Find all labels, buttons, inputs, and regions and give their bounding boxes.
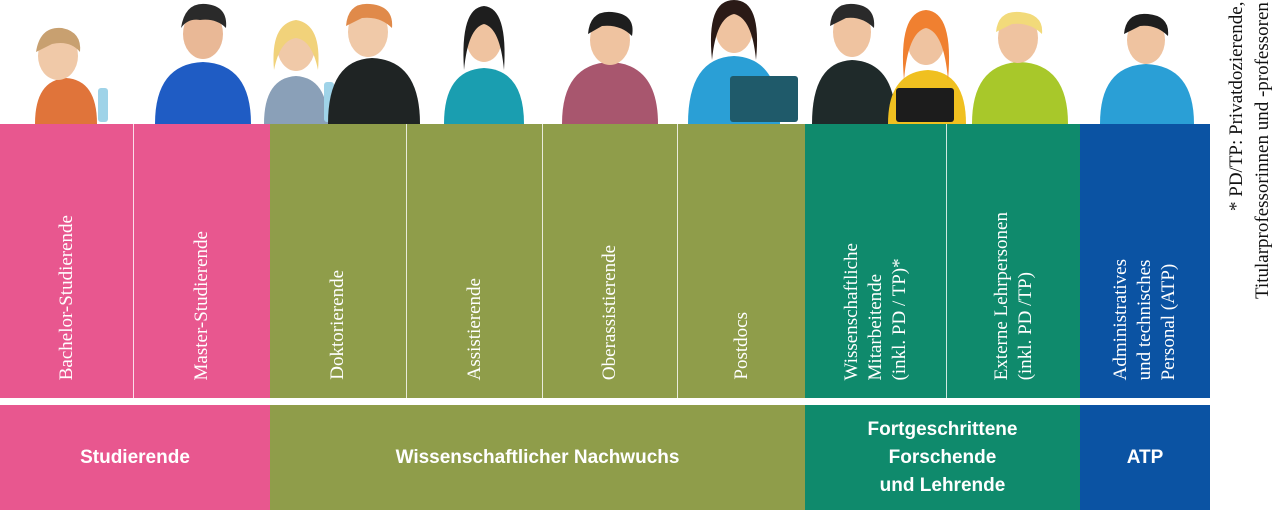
role-label: Administratives und technisches Personal… bbox=[1110, 258, 1179, 380]
role-column-senior-assistants: Oberassistierende bbox=[542, 124, 677, 398]
group-junior-researchers: Wissenschaftlicher Nachwuchs bbox=[270, 405, 805, 510]
people-illustration bbox=[0, 0, 1215, 124]
person-atp bbox=[1100, 13, 1194, 124]
groups-row: Studierende Wissenschaftlicher Nachwuchs… bbox=[0, 405, 1210, 510]
role-column-scientific-staff: Wissenschaftliche Mitarbeitende (inkl. P… bbox=[805, 124, 946, 398]
group-students: Studierende bbox=[0, 405, 270, 510]
role-column-doctoral: Doktorierende bbox=[270, 124, 406, 398]
person-senior-assistant bbox=[562, 11, 658, 124]
person-scientific-staff-1 bbox=[812, 3, 896, 124]
role-column-master: Master-Studierende bbox=[133, 124, 270, 398]
role-column-postdocs: Postdocs bbox=[677, 124, 805, 398]
person-postdoc bbox=[688, 0, 798, 124]
person-doctoral-1 bbox=[264, 20, 334, 124]
person-master-student bbox=[155, 3, 251, 124]
role-label: Wissenschaftliche Mitarbeitende (inkl. P… bbox=[840, 242, 910, 380]
role-column-assistants: Assistierende bbox=[406, 124, 542, 398]
role-label: Externe Lehrpersonen (inkl. PD /TP) bbox=[990, 211, 1036, 380]
person-bachelor-student bbox=[35, 27, 108, 124]
person-doctoral-2 bbox=[328, 3, 420, 124]
role-label: Doktorierende bbox=[327, 270, 348, 380]
role-label: Master-Studierende bbox=[191, 230, 212, 380]
group-label: Fortgeschrittene Forschende und Lehrende bbox=[867, 418, 1018, 496]
role-label: Assistierende bbox=[463, 277, 485, 380]
group-label: Studierende bbox=[80, 446, 190, 468]
person-scientific-staff-2 bbox=[888, 10, 966, 124]
group-atp: ATP bbox=[1080, 405, 1210, 510]
footnote: * PD/TP: Privatdozierende, Titularprofes… bbox=[1222, 0, 1280, 405]
footnote-text: * PD/TP: Privatdozierende, Titularprofes… bbox=[1226, 2, 1273, 299]
group-advanced-researchers: Fortgeschrittene Forschende und Lehrende bbox=[805, 405, 1080, 510]
group-label: Wissenschaftlicher Nachwuchs bbox=[395, 446, 680, 468]
role-label: Postdocs bbox=[730, 312, 752, 380]
person-external-lecturer bbox=[972, 11, 1068, 124]
role-label: Oberassistierende bbox=[599, 244, 620, 380]
role-column-bachelor: Bachelor-Studierende bbox=[0, 124, 133, 398]
group-label: ATP bbox=[1126, 446, 1164, 468]
roles-row: Bachelor-Studierende Master-Studierende … bbox=[0, 124, 1210, 398]
role-label: Bachelor-Studierende bbox=[55, 214, 77, 380]
role-column-external-lecturers: Externe Lehrpersonen (inkl. PD /TP) bbox=[946, 124, 1080, 398]
person-assistant bbox=[444, 6, 524, 124]
role-column-atp: Administratives und technisches Personal… bbox=[1080, 124, 1210, 398]
